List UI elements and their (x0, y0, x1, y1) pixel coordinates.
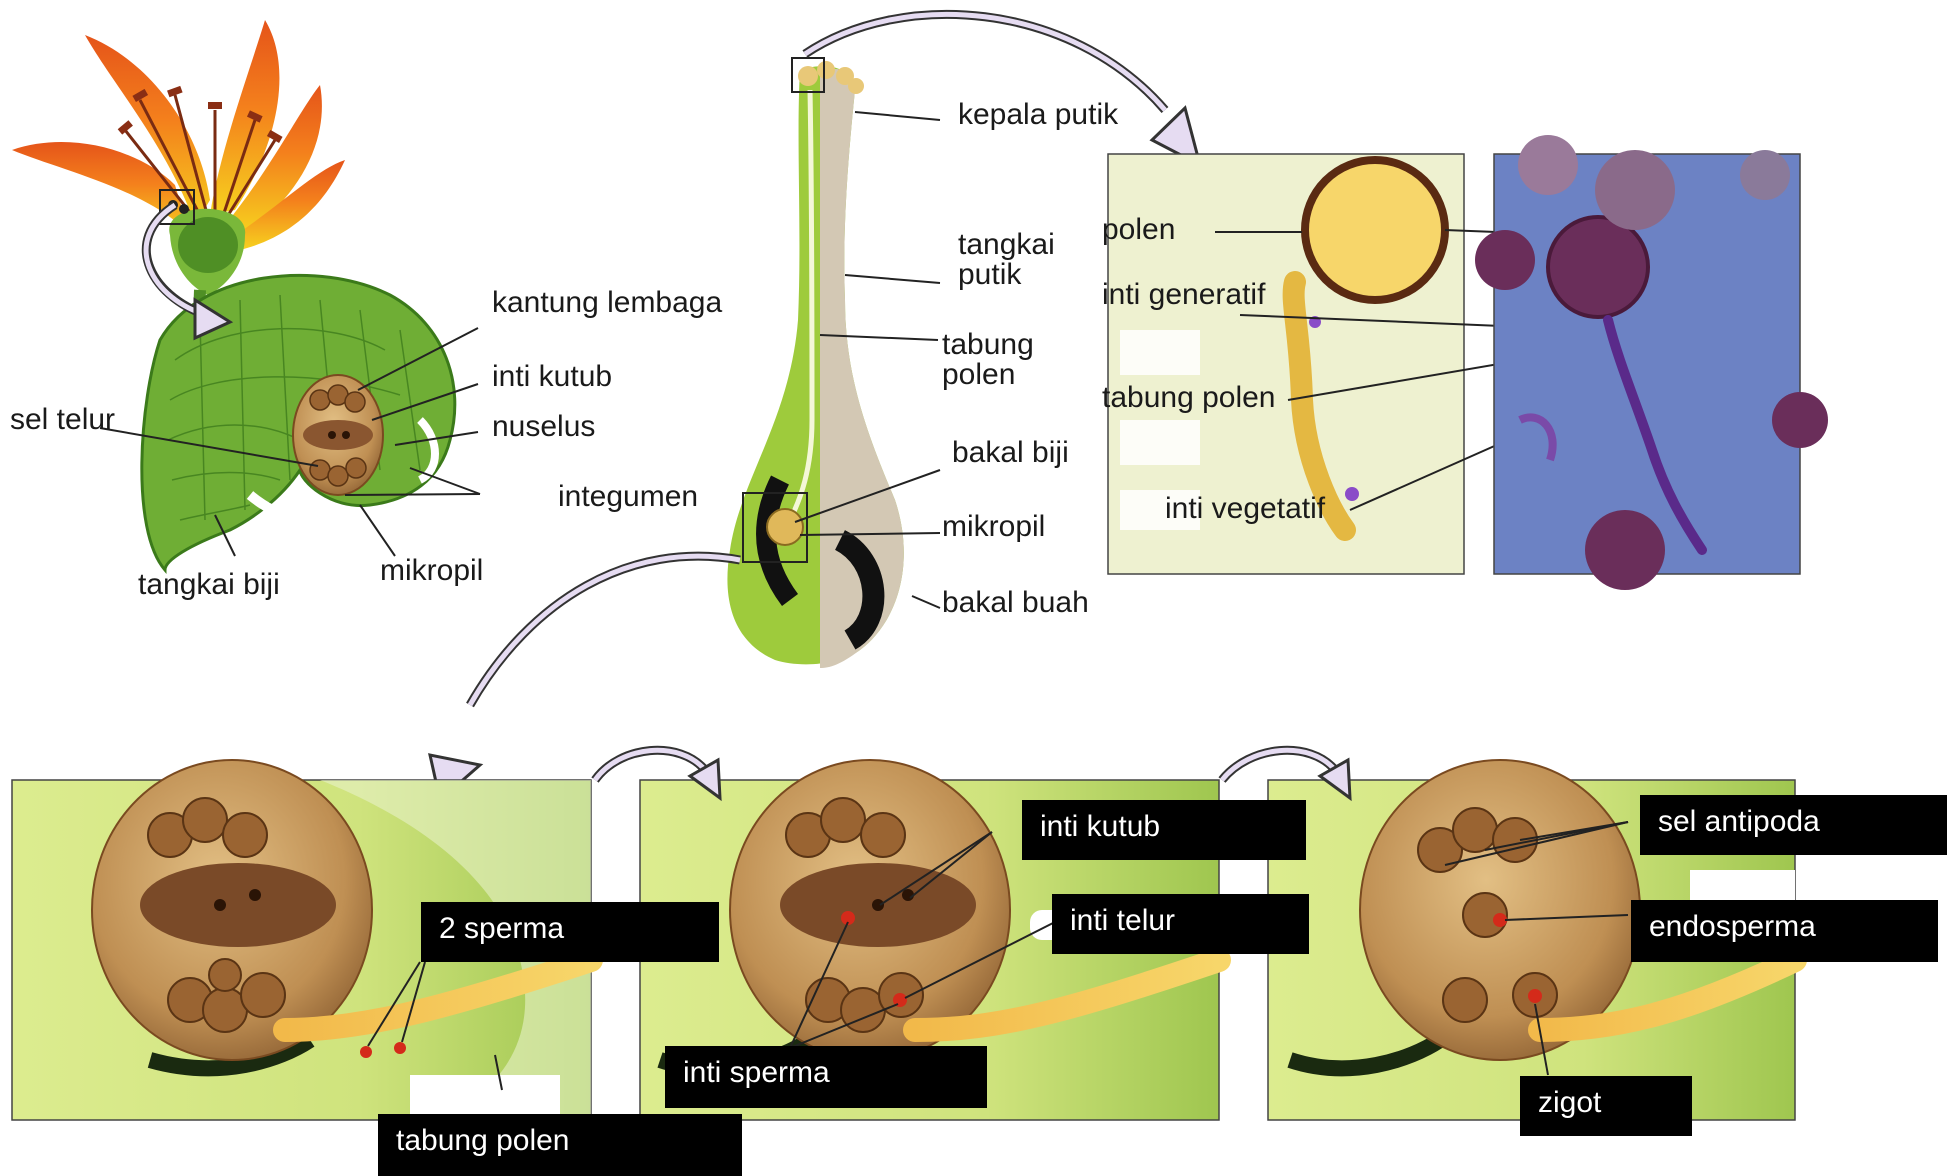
pistil-illustration (430, 14, 1200, 800)
label-integumen: integumen (558, 482, 698, 512)
label-inti-kutub: inti kutub (492, 362, 612, 392)
box-endosperma: endosperma (1631, 900, 1938, 962)
label-sel-telur: sel telur (10, 405, 115, 435)
box-tabung-polen: tabung polen (378, 1114, 742, 1176)
label-bakal-buah: bakal buah (942, 588, 1089, 618)
label-tabung-polen-micro: tabung polen (1102, 383, 1276, 413)
box-sel-antipoda: sel antipoda (1640, 795, 1947, 855)
label-mikropil: mikropil (380, 556, 483, 586)
label-inti-generatif: inti generatif (1102, 280, 1265, 310)
box-inti-kutub: inti kutub (1022, 800, 1306, 860)
label-mikropil-pistil: mikropil (942, 512, 1045, 542)
label-tangkai-putik: tangkai putik (958, 230, 1098, 290)
label-kantung-lembaga: kantung lembaga (492, 288, 722, 318)
label-tabung-polen-pistil: tabung polen (942, 330, 1082, 390)
label-nuselus: nuselus (492, 412, 595, 442)
ovule-cross-section (100, 205, 480, 570)
label-polen: polen (1102, 215, 1175, 245)
label-bakal-biji: bakal biji (952, 438, 1069, 468)
label-tangkai-biji: tangkai biji (138, 570, 280, 600)
box-inti-sperma: inti sperma (665, 1046, 987, 1108)
box-inti-telur: inti telur (1052, 894, 1309, 954)
label-inti-vegetatif: inti vegetatif (1165, 494, 1325, 524)
label-kepala-putik: kepala putik (958, 100, 1118, 130)
box-zigot: zigot (1520, 1076, 1692, 1136)
box-2-sperma: 2 sperma (421, 902, 719, 962)
micrograph-panel (1475, 135, 1828, 590)
